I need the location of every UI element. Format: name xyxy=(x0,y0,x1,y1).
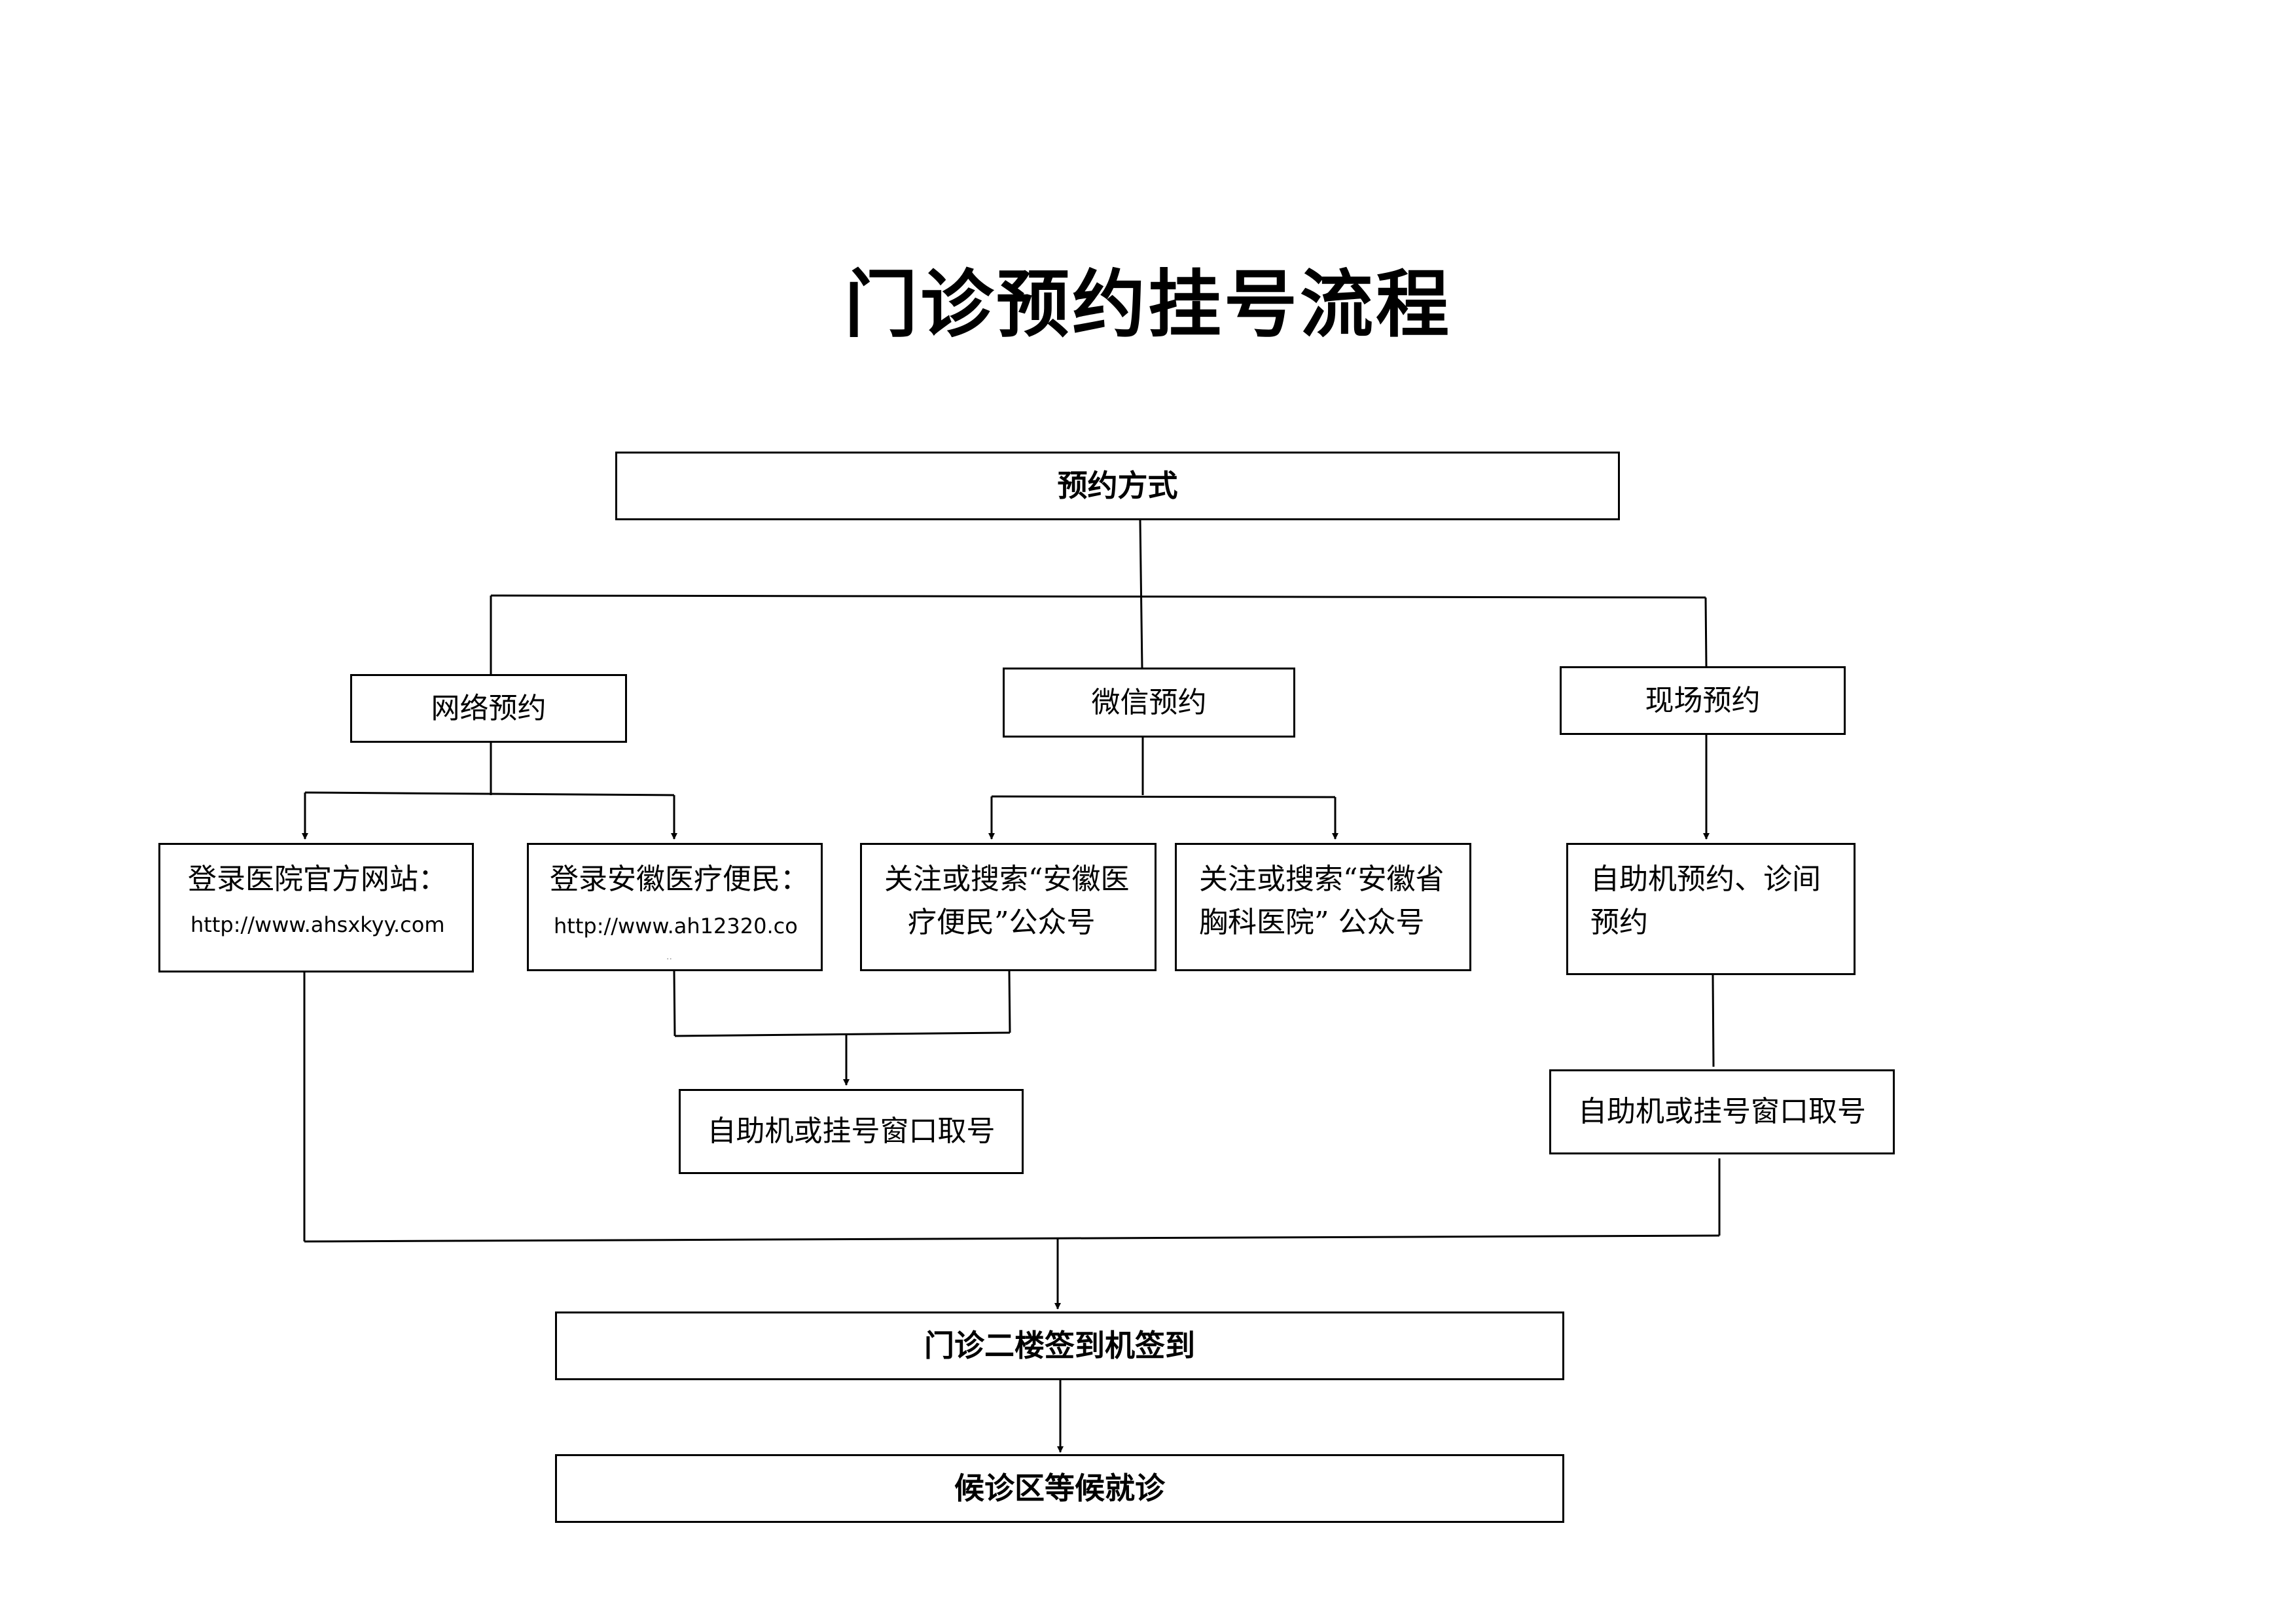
node-wechat-anhui-account: 关注或搜索“安徽医 疗便民”公众号 xyxy=(860,843,1157,971)
hospital-website-url: http://www.ahsxkyy.com xyxy=(190,912,445,937)
node-anhui-medical-portal-line1: 登录安徽医疗便民： xyxy=(550,863,809,896)
node-booking-methods-label: 预约方式 xyxy=(1057,468,1178,504)
node-onsite-booking-label: 现场预约 xyxy=(1645,683,1761,717)
node-ticket-pickup-a-label: 自助机或挂号窗口取号 xyxy=(707,1115,996,1149)
connector-wechat-bar xyxy=(991,795,1336,798)
connector-online-bar xyxy=(304,791,675,796)
node-online-booking-label: 网络预约 xyxy=(431,691,547,725)
node-kiosk-clinic-booking-line2: 预约 xyxy=(1590,906,1648,939)
connector-top-bar xyxy=(490,594,1706,599)
node-wechat-booking: 微信预约 xyxy=(1003,668,1295,738)
node-wechat-chest-hospital-account: 关注或搜索“安徽省 胸科医院” 公众号 xyxy=(1175,843,1471,971)
node-second-floor-checkin-label: 门诊二楼签到机签到 xyxy=(924,1328,1195,1364)
node-kiosk-clinic-booking-line1: 自助机预约、诊间 xyxy=(1590,863,1821,896)
page-title: 门诊预约挂号流程 xyxy=(844,262,1452,348)
node-wechat-anhui-account-line1: 关注或搜索“安徽医 xyxy=(884,863,1130,896)
node-hospital-website-line1: 登录医院官方网站： xyxy=(188,863,447,896)
connector-ticket-a-bar xyxy=(674,1031,1011,1037)
connector-portal-down xyxy=(673,971,676,1037)
node-wechat-anhui-account-line2: 疗便民”公众号 xyxy=(908,906,1096,939)
url-continuation-dots: ·· xyxy=(666,954,672,965)
node-anhui-medical-portal: 登录安徽医疗便民： http://www.ah12320.co ·· xyxy=(527,843,823,971)
node-online-booking: 网络预约 xyxy=(350,674,627,743)
node-hospital-website: 登录医院官方网站： http://www.ahsxkyy.com xyxy=(158,843,474,972)
node-onsite-booking: 现场预约 xyxy=(1560,666,1846,735)
anhui-medical-portal-url: http://www.ah12320.co xyxy=(554,914,798,938)
connector-wechat-anhui-down xyxy=(1008,971,1011,1033)
node-ticket-pickup-b: 自助机或挂号窗口取号 xyxy=(1549,1069,1895,1154)
node-ticket-pickup-a: 自助机或挂号窗口取号 xyxy=(679,1089,1024,1174)
node-wechat-booking-label: 微信预约 xyxy=(1091,685,1207,719)
node-ticket-pickup-b-label: 自助机或挂号窗口取号 xyxy=(1578,1095,1866,1129)
node-waiting-area-label: 候诊区等候就诊 xyxy=(954,1471,1165,1507)
node-kiosk-clinic-booking: 自助机预约、诊间 预约 xyxy=(1566,843,1856,975)
node-second-floor-checkin: 门诊二楼签到机签到 xyxy=(555,1311,1564,1380)
node-waiting-area: 候诊区等候就诊 xyxy=(555,1454,1564,1523)
node-wechat-chest-hospital-account-line1: 关注或搜索“安徽省 xyxy=(1199,863,1444,896)
connector-method-down xyxy=(1139,520,1143,668)
node-wechat-chest-hospital-account-line2: 胸科医院” 公众号 xyxy=(1199,906,1425,939)
connector-bottom-bar xyxy=(304,1234,1720,1243)
node-booking-methods: 预约方式 xyxy=(615,452,1620,520)
